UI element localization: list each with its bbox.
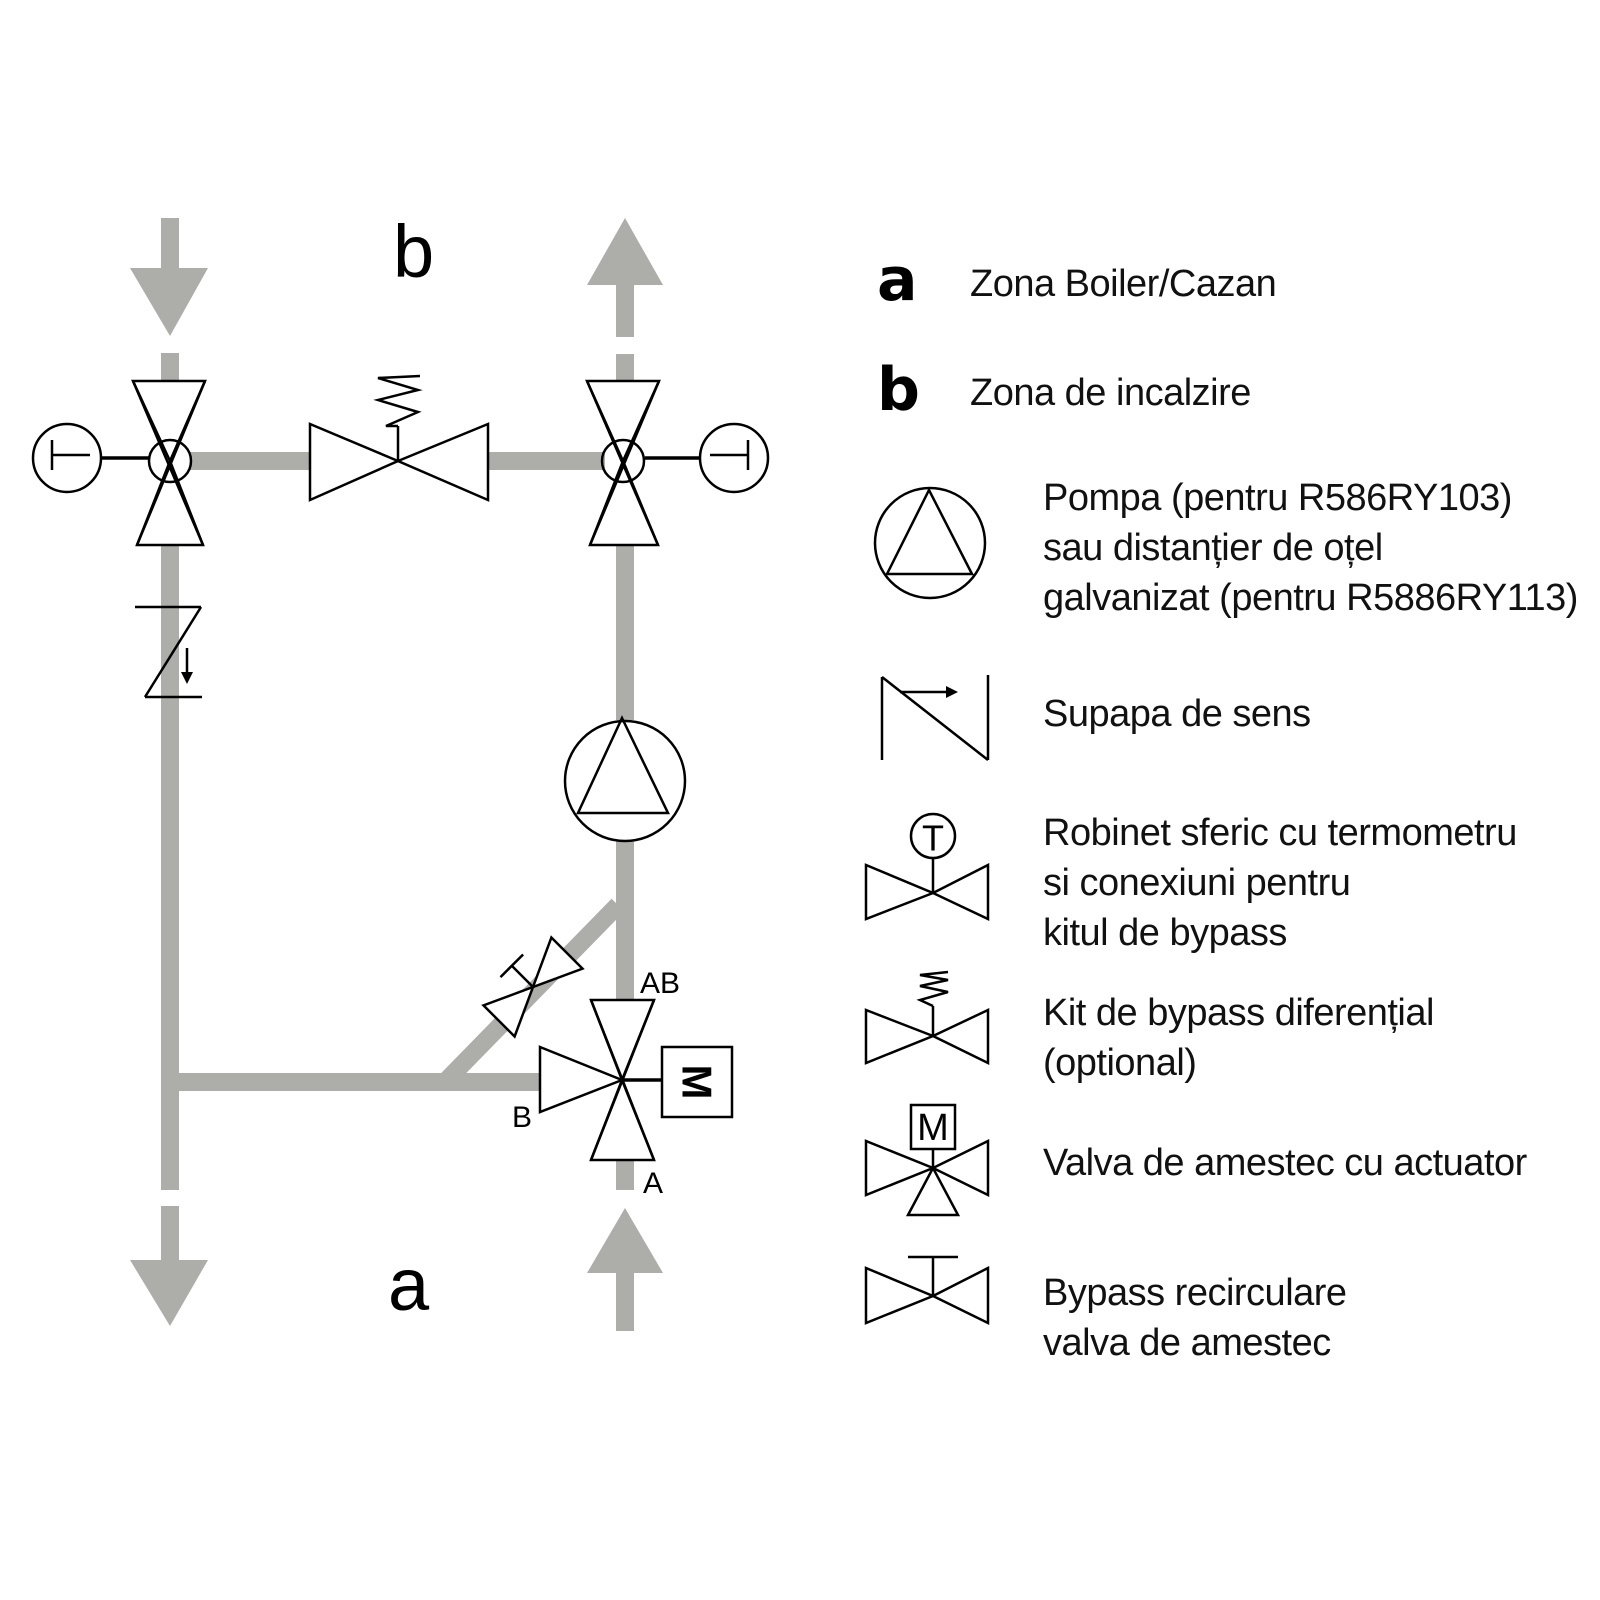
actuator-letter: M: [674, 1065, 721, 1100]
legend-key-b: b: [877, 355, 920, 425]
legend-zone-b: b Zona de incalzire: [877, 355, 1251, 425]
thermometer-icon: [698, 422, 770, 494]
legend-text-line: sau distanțier de oțel: [1043, 527, 1383, 569]
differential-bypass-valve[interactable]: [308, 374, 490, 502]
legend-text-line: Bypass recirculare: [1043, 1272, 1347, 1314]
ball-valve-left[interactable]: [31, 379, 207, 547]
zone-label-bottom: a: [388, 1243, 430, 1326]
legend-text-line: Pompa (pentru R586RY103): [1043, 477, 1512, 519]
legend-text-line: si conexiuni pentru: [1043, 862, 1350, 904]
bypass-recirculation-valve-icon: [864, 1255, 990, 1326]
legend-text-line: galvanizat (pentru R5886RY113): [1043, 577, 1578, 619]
port-label-ab: AB: [640, 967, 680, 1000]
legend-item-pump: Pompa (pentru R586RY103) sau distanțier …: [873, 477, 1578, 619]
zone-label-top: b: [393, 210, 434, 293]
legend-key-a: a: [877, 245, 918, 315]
differential-bypass-valve-icon: [864, 970, 990, 1066]
ball-valve-right[interactable]: [585, 379, 770, 547]
legend-text-line: Supapa de sens: [1043, 693, 1311, 735]
legend-text-line: Robinet sferic cu termometru: [1043, 812, 1517, 854]
legend-text-line: Valva de amestec cu actuator: [1043, 1142, 1528, 1184]
pump[interactable]: [563, 715, 687, 843]
thermometer-letter: T: [922, 818, 944, 859]
check-valve-icon: [880, 675, 990, 761]
legend-text-line: Kit de bypass diferențial: [1043, 992, 1434, 1034]
legend-text-line: kitul de bypass: [1043, 912, 1287, 954]
pump-icon: [873, 486, 987, 600]
legend-item-differential-bypass: Kit de bypass diferențial (optional): [864, 970, 1434, 1084]
outlet-arrow-top-right: [587, 218, 663, 337]
legend-item-ball-valve-thermometer: T Robinet sferic cu termometru si conexi…: [864, 812, 1517, 954]
check-valve[interactable]: [135, 605, 203, 699]
legend-text-line: (optional): [1043, 1042, 1196, 1084]
port-label-a: A: [643, 1167, 663, 1200]
thermometer-icon: [31, 422, 103, 494]
inlet-arrow-top-left: [130, 218, 208, 336]
legend-item-check-valve: Supapa de sens: [880, 675, 1311, 761]
legend-label-a: Zona Boiler/Cazan: [970, 263, 1276, 305]
legend-label-b: Zona de incalzire: [970, 372, 1251, 414]
outlet-arrow-bottom-left: [130, 1206, 208, 1326]
legend-item-bypass-recirculation: Bypass recirculare valva de amestec: [864, 1255, 1347, 1364]
mixing-valve-actuator-icon: M: [864, 1103, 990, 1217]
actuator-box: M: [660, 1045, 734, 1119]
port-label-b: B: [512, 1101, 532, 1134]
ball-valve-thermometer-icon: T: [864, 812, 990, 921]
legend: a Zona Boiler/Cazan b Zona de incalzire …: [864, 245, 1578, 1364]
mixing-valve-actuator[interactable]: M: [538, 998, 734, 1162]
inlet-arrow-bottom-right: [587, 1208, 663, 1331]
legend-item-mixing-valve: M Valva de amestec cu actuator: [864, 1103, 1528, 1217]
bypass-recirculation-valve[interactable]: [478, 932, 585, 1039]
legend-zone-a: a Zona Boiler/Cazan: [877, 245, 1277, 315]
legend-text-line: valva de amestec: [1043, 1322, 1331, 1364]
actuator-letter: M: [917, 1107, 949, 1149]
